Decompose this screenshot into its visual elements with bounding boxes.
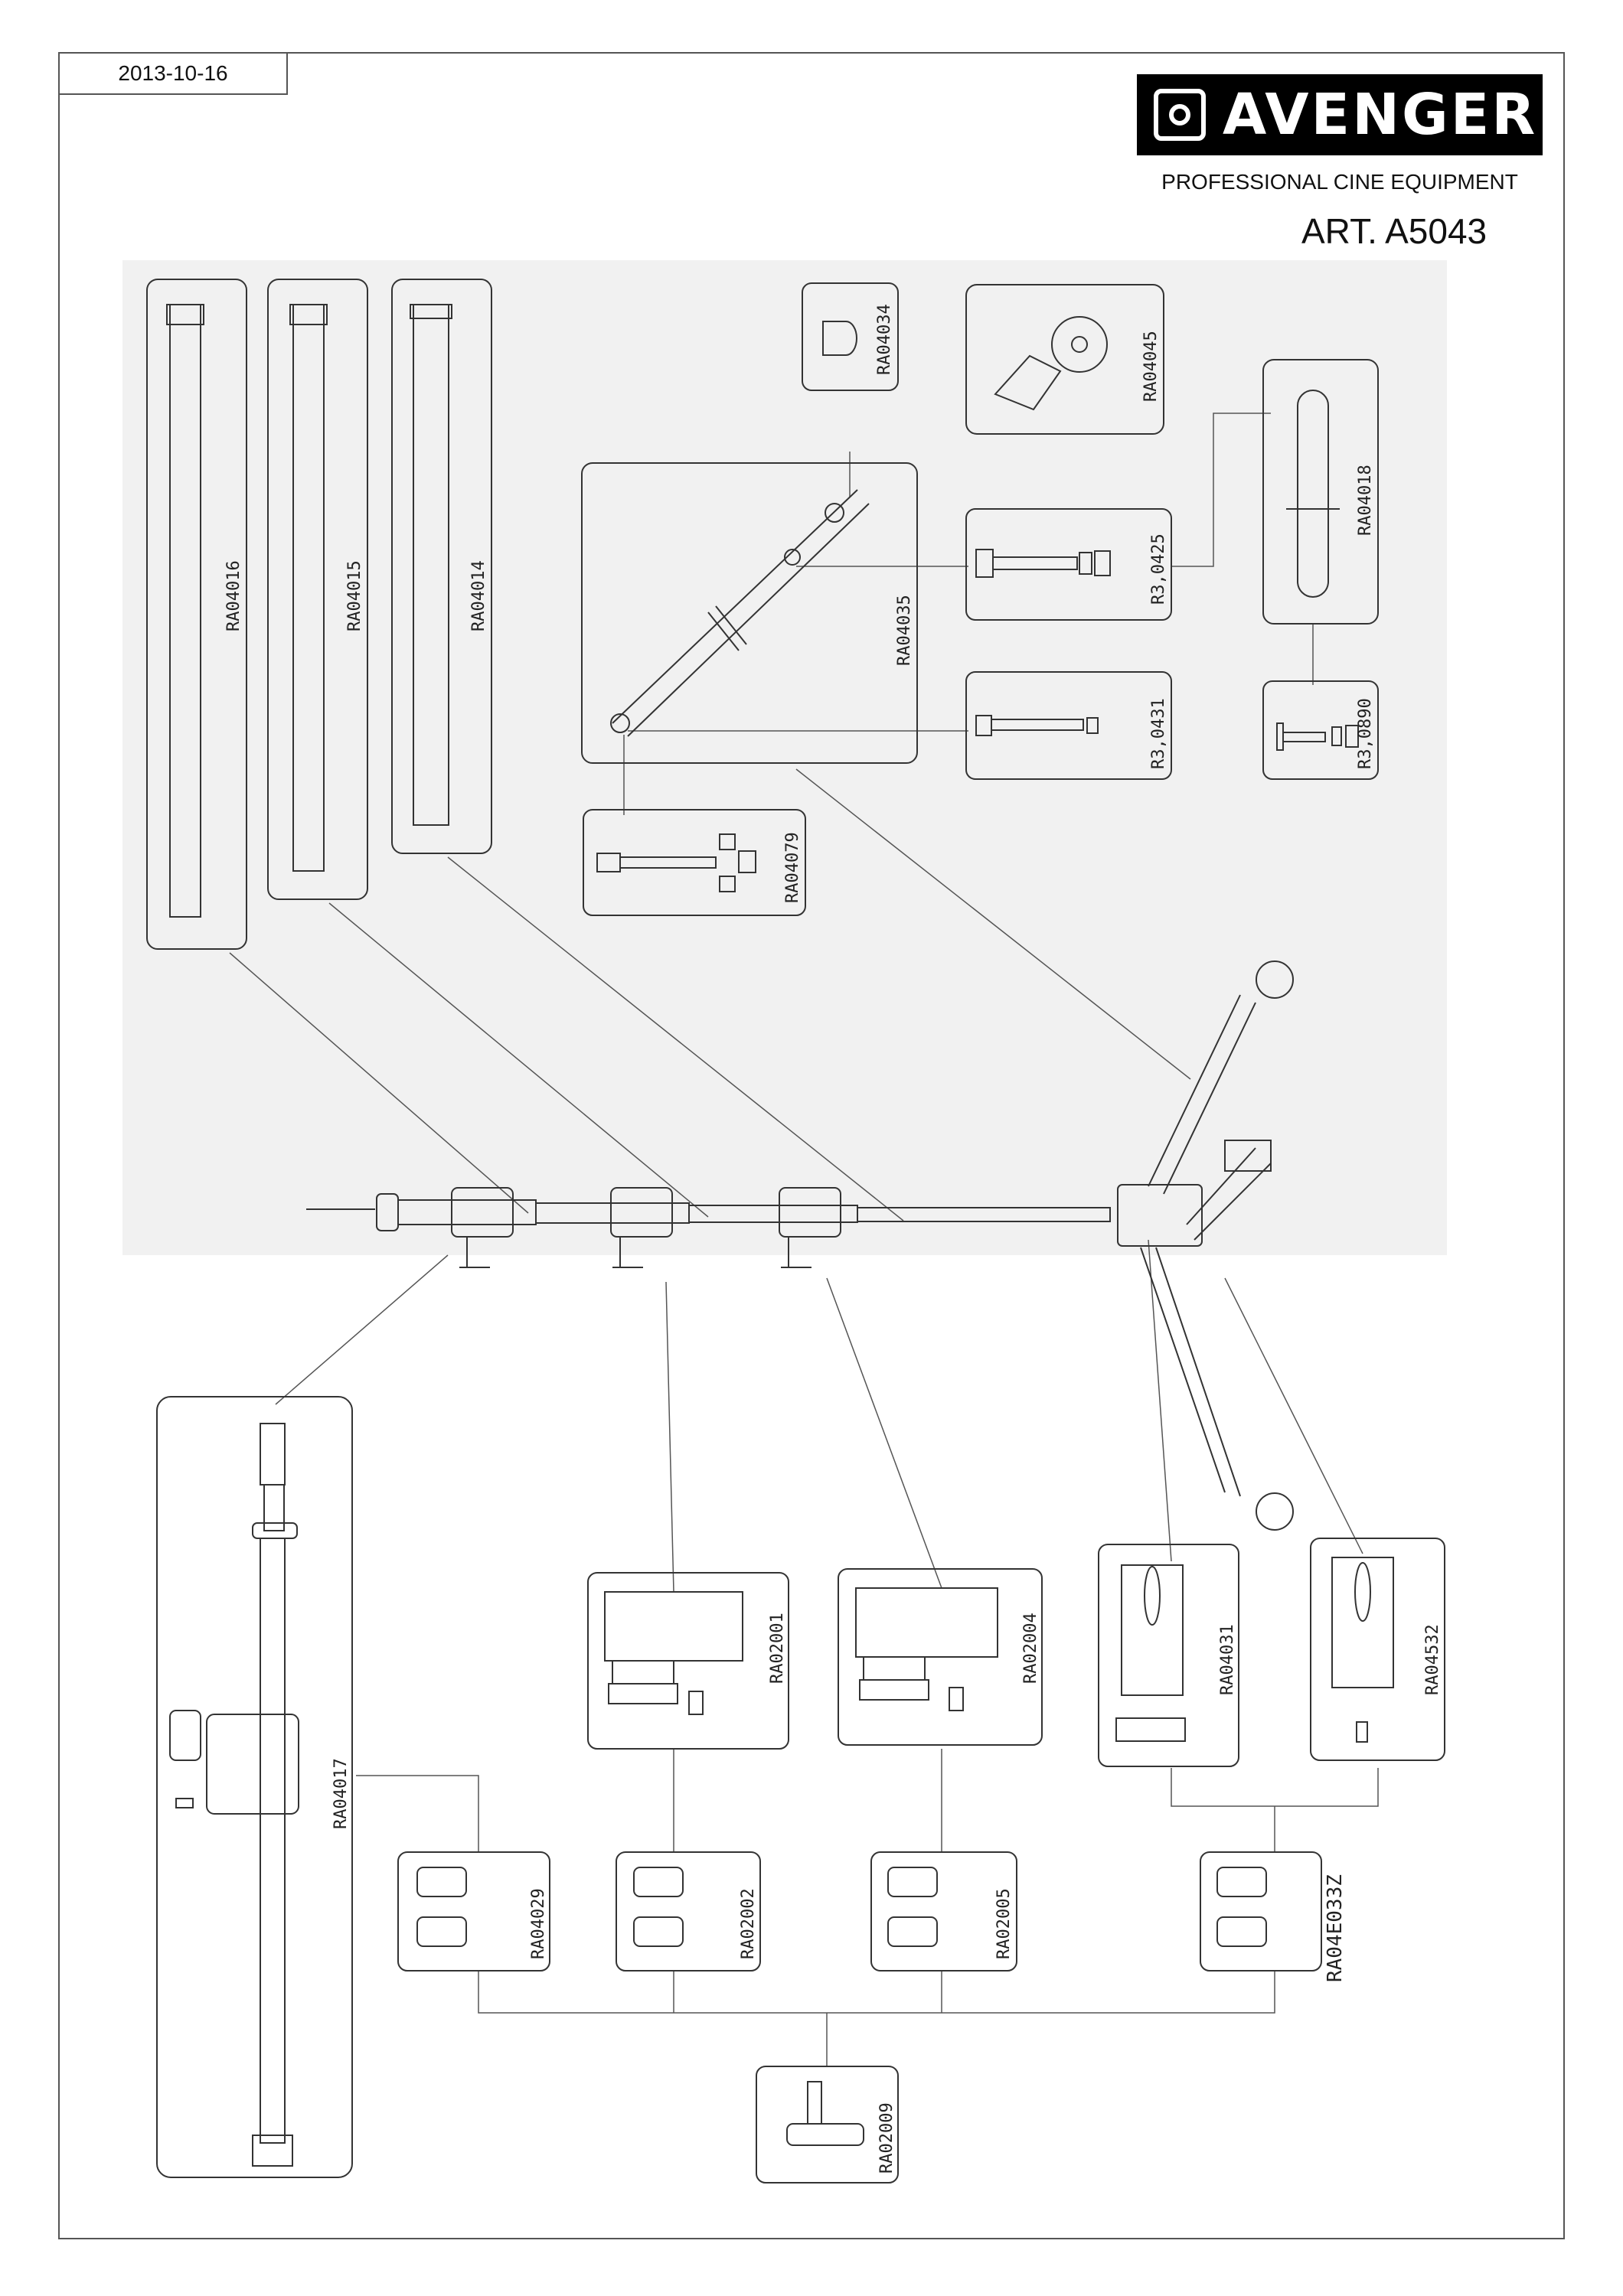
- part-tube-ra04015: [267, 279, 368, 900]
- label-ra04016: RA04016: [224, 560, 243, 631]
- part-clamp-ra04031: [1098, 1544, 1239, 1767]
- part-clamp-ra02001: [587, 1572, 789, 1750]
- part-link-ra04018: [1262, 359, 1379, 625]
- part-bolt-ra04079: [583, 809, 806, 916]
- part-wheel-ra04045: [965, 284, 1164, 435]
- label-ra04018: RA04018: [1356, 465, 1375, 536]
- part-clamp-ra04532: [1310, 1538, 1445, 1761]
- leader-lines: [229, 413, 1379, 2066]
- label-ra02001: RA02001: [768, 1613, 787, 1684]
- part-insert-ra02005: [870, 1851, 1017, 1971]
- part-cap-ra04034: [802, 282, 899, 391]
- part-column-ra04017: [156, 1396, 353, 2178]
- part-labels: RA04016 RA04015 RA04014 RA04034 RA04045 …: [224, 304, 1442, 2174]
- label-ra04015: RA04015: [345, 560, 364, 631]
- label-ra04029: RA04029: [529, 1888, 548, 1959]
- part-bolt-r3-0431: [965, 671, 1172, 780]
- label-ra02002: RA02002: [739, 1888, 758, 1959]
- brand-name: AVENGER: [1223, 82, 1538, 148]
- label-ra04014: RA04014: [469, 560, 488, 631]
- label-ra02005: RA02005: [994, 1888, 1014, 1959]
- label-ra04045: RA04045: [1141, 331, 1161, 402]
- label-ra04017: RA04017: [331, 1758, 351, 1829]
- label-r3-0431: R3,0431: [1149, 698, 1168, 769]
- part-knob-ra02009: [756, 2066, 899, 2183]
- label-ra04031: RA04031: [1218, 1624, 1237, 1695]
- label-ra02004: RA02004: [1021, 1613, 1040, 1684]
- label-ra04532: RA04532: [1423, 1624, 1442, 1695]
- label-r3-0890: R3,0890: [1356, 698, 1375, 769]
- article-number: ART. A5043: [1301, 211, 1487, 251]
- part-tube-ra04014: [391, 279, 492, 854]
- label-ra04035: RA04035: [895, 595, 914, 666]
- brand-tagline: PROFESSIONAL CINE EQUIPMENT: [1161, 170, 1518, 194]
- label-ra04034: RA04034: [875, 304, 894, 375]
- date-box: 2013-10-16: [58, 52, 288, 95]
- date-text: 2013-10-16: [118, 61, 228, 85]
- label-ra04e033z: RA04E033Z: [1324, 1874, 1347, 1982]
- brand-logo: AVENGER: [1137, 74, 1543, 155]
- part-bolt-r3-0425: [965, 508, 1172, 621]
- part-tube-ra04016: [146, 279, 247, 950]
- page-frame: [58, 52, 1565, 2239]
- label-ra02009: RA02009: [877, 2102, 896, 2174]
- part-insert-ra02002: [616, 1851, 761, 1971]
- assembled-stand: [306, 960, 1294, 1531]
- part-pin-r3-0890: [1262, 680, 1379, 780]
- part-clamp-ra02004: [838, 1568, 1043, 1746]
- part-arm-ra04035: [581, 462, 918, 764]
- label-ra04079: RA04079: [783, 832, 802, 903]
- part-insert-ra04029: [397, 1851, 550, 1971]
- part-insert-ra04e033z: [1200, 1851, 1322, 1971]
- logo-icon: [1154, 89, 1206, 141]
- drawing-background: [122, 260, 1447, 1255]
- label-r3-0425: R3,0425: [1149, 533, 1168, 605]
